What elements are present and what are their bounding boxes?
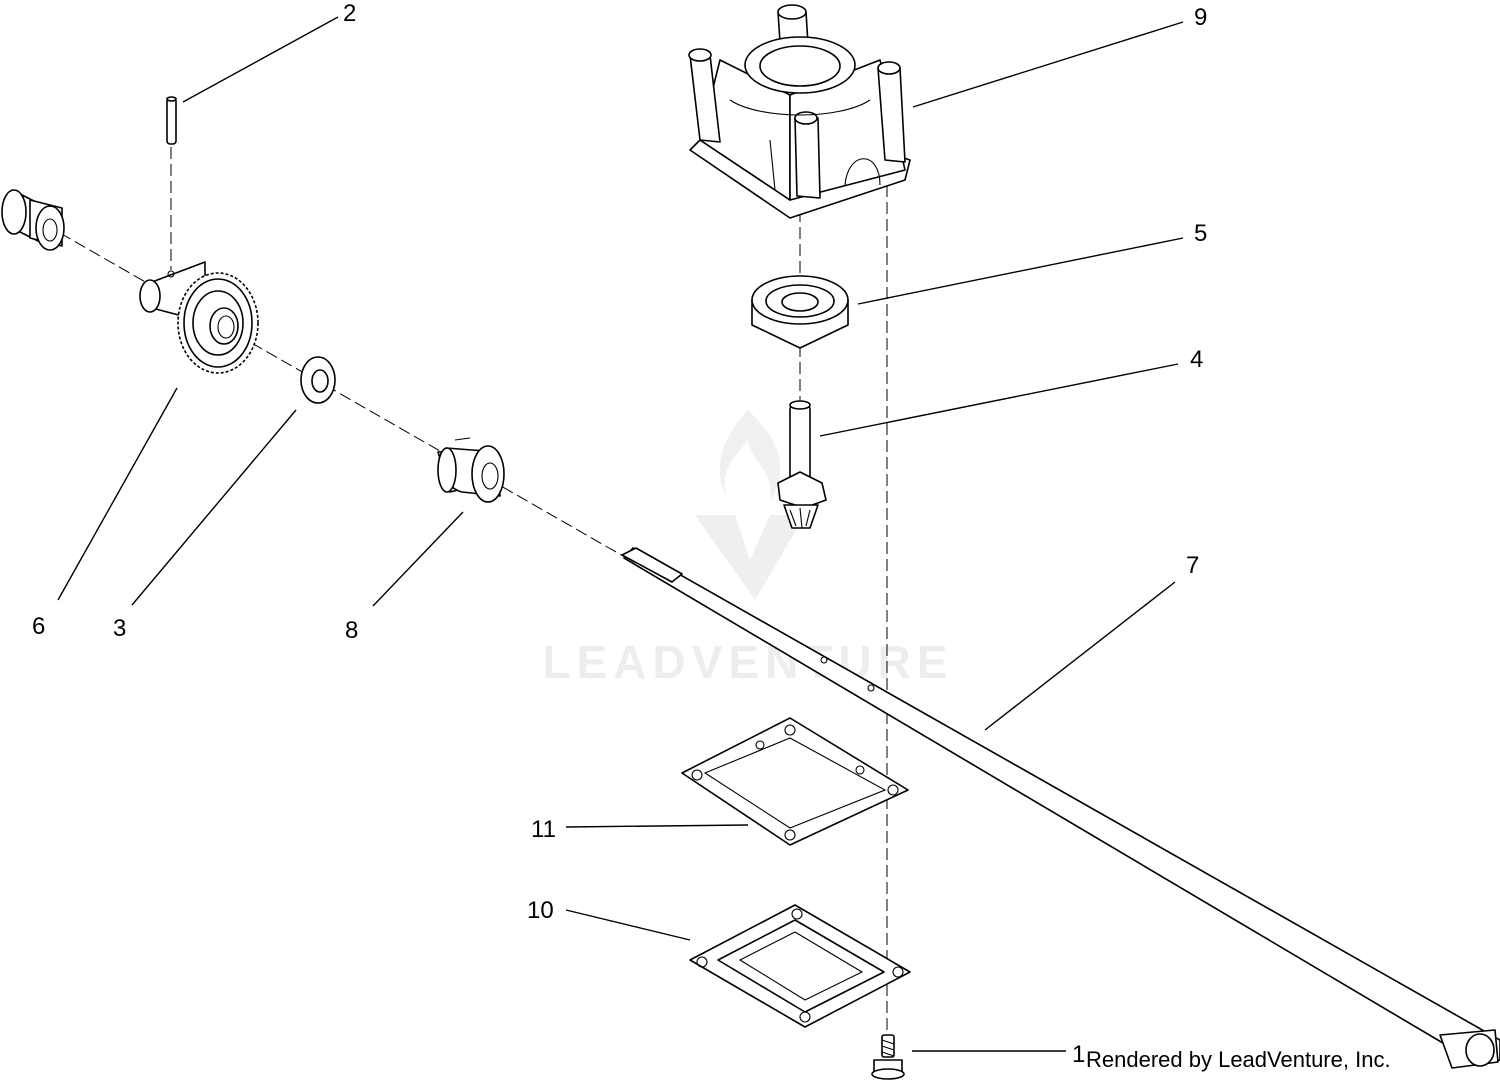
callout-5: 5 [1194, 220, 1207, 247]
roll-pin [166, 96, 177, 145]
callout-8: 8 [345, 617, 358, 644]
flat-washer [300, 356, 336, 404]
gear-housing [688, 4, 911, 219]
flange-bolt [871, 1034, 905, 1080]
leadventure-watermark: LEADVENTURE [542, 410, 953, 688]
left-bushing [1, 189, 65, 251]
callout-6: 6 [32, 613, 45, 640]
flanged-bushing [437, 437, 505, 503]
callout-4: 4 [1190, 346, 1203, 373]
gasket [681, 717, 909, 846]
callout-2: 2 [343, 0, 356, 27]
watermark-v-icon [695, 515, 805, 600]
callout-9: 9 [1194, 4, 1207, 31]
ball-bearing [751, 275, 849, 349]
callout-1: 1 [1072, 1041, 1085, 1068]
drive-gear [139, 261, 259, 374]
pinion-gear-shaft [777, 400, 827, 529]
callout-3: 3 [113, 615, 126, 642]
drive-shaft [621, 547, 1500, 1069]
credit-text: Rendered by LeadVenture, Inc. [1086, 1047, 1391, 1072]
callout-10: 10 [527, 897, 554, 924]
callout-7: 7 [1186, 552, 1199, 579]
gear-cover [689, 904, 911, 1028]
watermark-flame-icon [719, 410, 781, 500]
watermark-text: LEADVENTURE [542, 636, 953, 688]
callout-11: 11 [531, 816, 556, 843]
leader-lines [57, 16, 1184, 1052]
